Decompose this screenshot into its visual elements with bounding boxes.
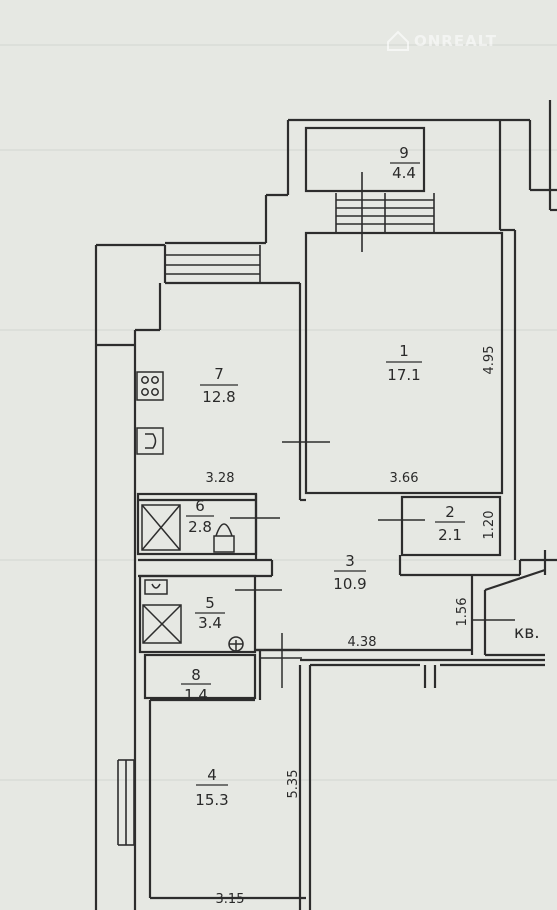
shower-tray-icon xyxy=(141,504,182,644)
room-area: 15.3 xyxy=(195,791,228,809)
room-labels: 9 4.4 1 17.1 7 12.8 2 2.1 6 2.8 3 10.9 5… xyxy=(181,144,465,809)
watermark: ONREALT xyxy=(387,30,497,51)
dim-room2-height: 1.20 xyxy=(482,511,497,540)
window-west xyxy=(117,759,135,846)
balcony-stairs xyxy=(165,245,261,283)
apartment-label: кв. xyxy=(514,623,540,643)
room-number: 9 xyxy=(399,144,409,162)
room-area: 3.4 xyxy=(198,614,222,632)
dim-room1-width: 3.66 xyxy=(390,471,419,486)
stove-icon xyxy=(136,371,164,401)
room-number: 8 xyxy=(191,666,201,684)
room-number: 2 xyxy=(445,503,455,521)
dim-entry-width: 1.56 xyxy=(455,598,470,627)
room-number: 7 xyxy=(214,365,224,383)
room-number: 4 xyxy=(207,766,217,784)
walls xyxy=(94,100,557,910)
room-area: 12.8 xyxy=(202,388,235,406)
house-logo-icon xyxy=(387,30,409,51)
sink-icon xyxy=(136,427,164,455)
door-marks xyxy=(230,430,515,688)
room-area: 2.8 xyxy=(188,518,212,536)
dim-room4-width: 3.15 xyxy=(216,892,245,907)
room-number: 1 xyxy=(399,342,409,360)
watermark-text: ONREALT xyxy=(414,32,497,50)
room-area: 2.1 xyxy=(438,526,462,544)
dimension-labels: 4.95 3.66 3.28 1.20 4.38 1.56 5.35 3.15 xyxy=(206,346,497,907)
stairs xyxy=(335,172,435,252)
dim-room4-height: 5.35 xyxy=(286,770,301,799)
dim-corridor-width: 4.38 xyxy=(348,635,377,650)
room-area: 10.9 xyxy=(333,575,366,593)
toilet-icon xyxy=(213,523,244,652)
dim-room1-height: 4.95 xyxy=(482,346,497,375)
room-area: 17.1 xyxy=(387,366,420,384)
dim-room7-width: 3.28 xyxy=(206,471,235,486)
room-area: 1.4 xyxy=(184,686,208,704)
room-area: 4.4 xyxy=(392,164,416,182)
room-number: 5 xyxy=(205,594,215,612)
room-number: 3 xyxy=(345,552,355,570)
room-number: 6 xyxy=(195,497,205,515)
washbasin-icon xyxy=(144,579,168,595)
paper-grid xyxy=(0,44,557,781)
